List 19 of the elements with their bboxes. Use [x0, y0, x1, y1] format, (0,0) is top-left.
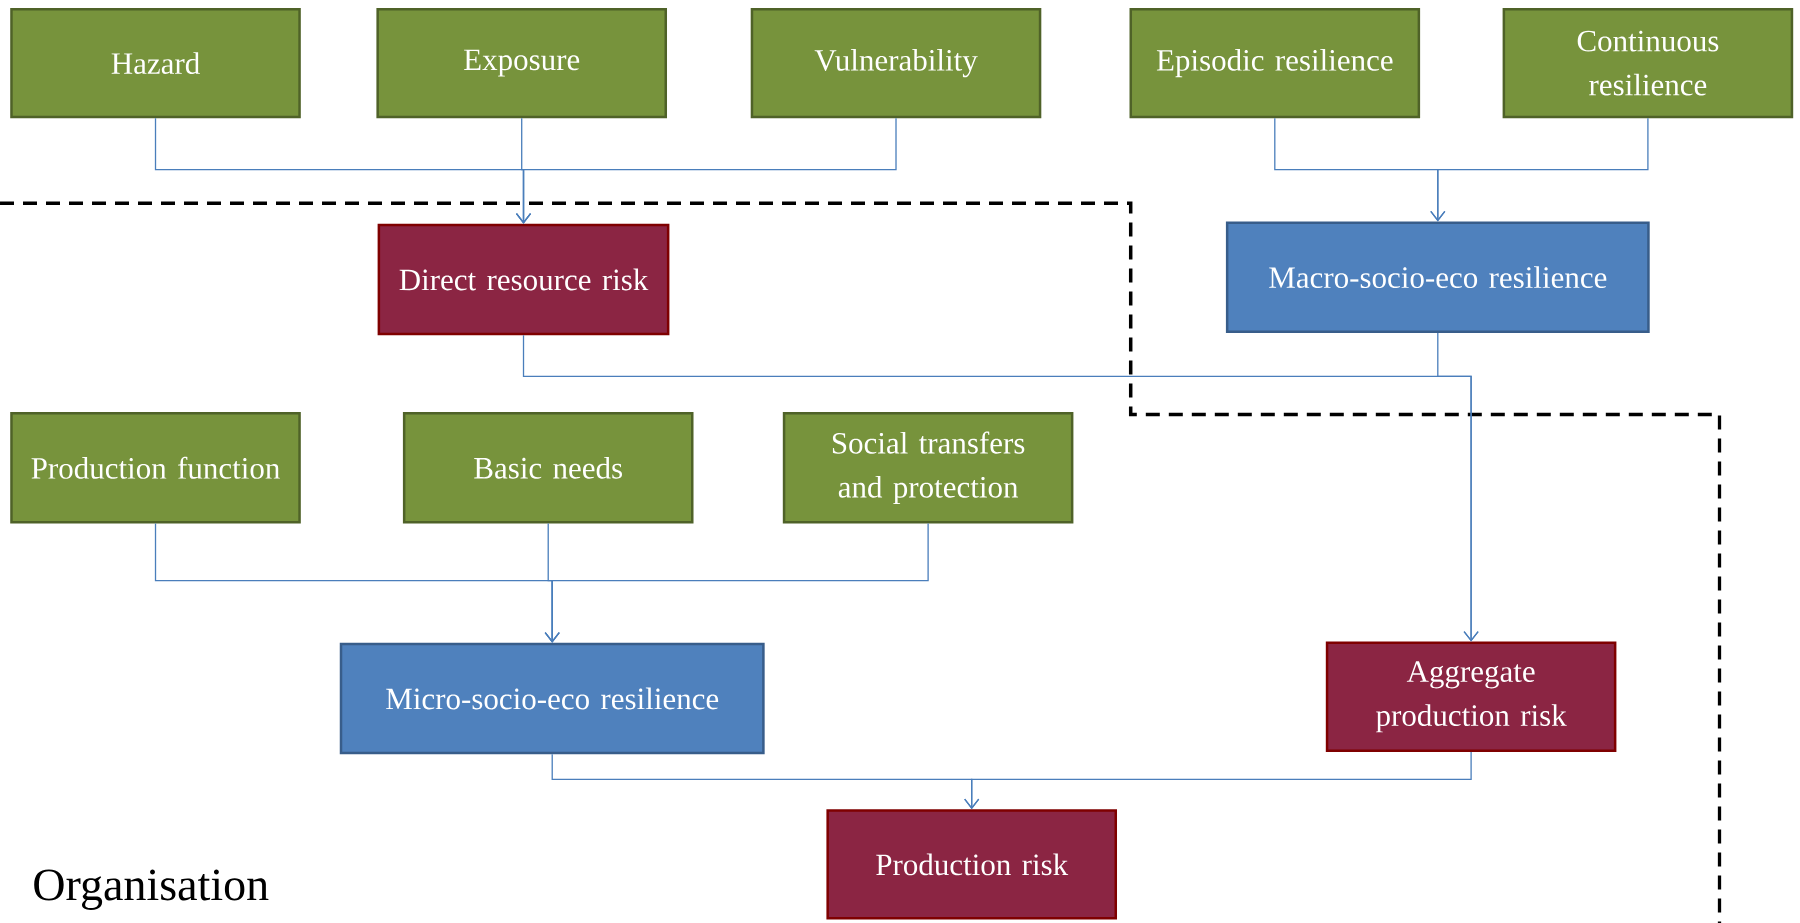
box: Production function	[10, 412, 301, 524]
box: Micro-socio-eco resilience	[339, 642, 765, 755]
arrow	[1430, 117, 1649, 222]
arrow	[964, 751, 1472, 810]
box: Macro-socio-eco resilience	[1225, 221, 1650, 333]
arrow	[1437, 332, 1479, 642]
box: Basic needs	[402, 412, 694, 524]
box: Continuous resilience	[1502, 7, 1794, 119]
section-label: Organisation	[34, 869, 269, 910]
box: Exposure	[376, 7, 667, 119]
box: Production risk	[826, 809, 1117, 920]
arrow	[544, 522, 929, 643]
box: Vulnerability	[750, 7, 1042, 119]
box: Social transfers and protection	[782, 412, 1074, 524]
box: Episodic resilience	[1129, 7, 1421, 119]
box: Aggregate production risk	[1325, 641, 1617, 752]
box: Hazard	[10, 7, 301, 119]
box: Direct resource risk	[377, 223, 670, 336]
arrow	[515, 117, 897, 224]
